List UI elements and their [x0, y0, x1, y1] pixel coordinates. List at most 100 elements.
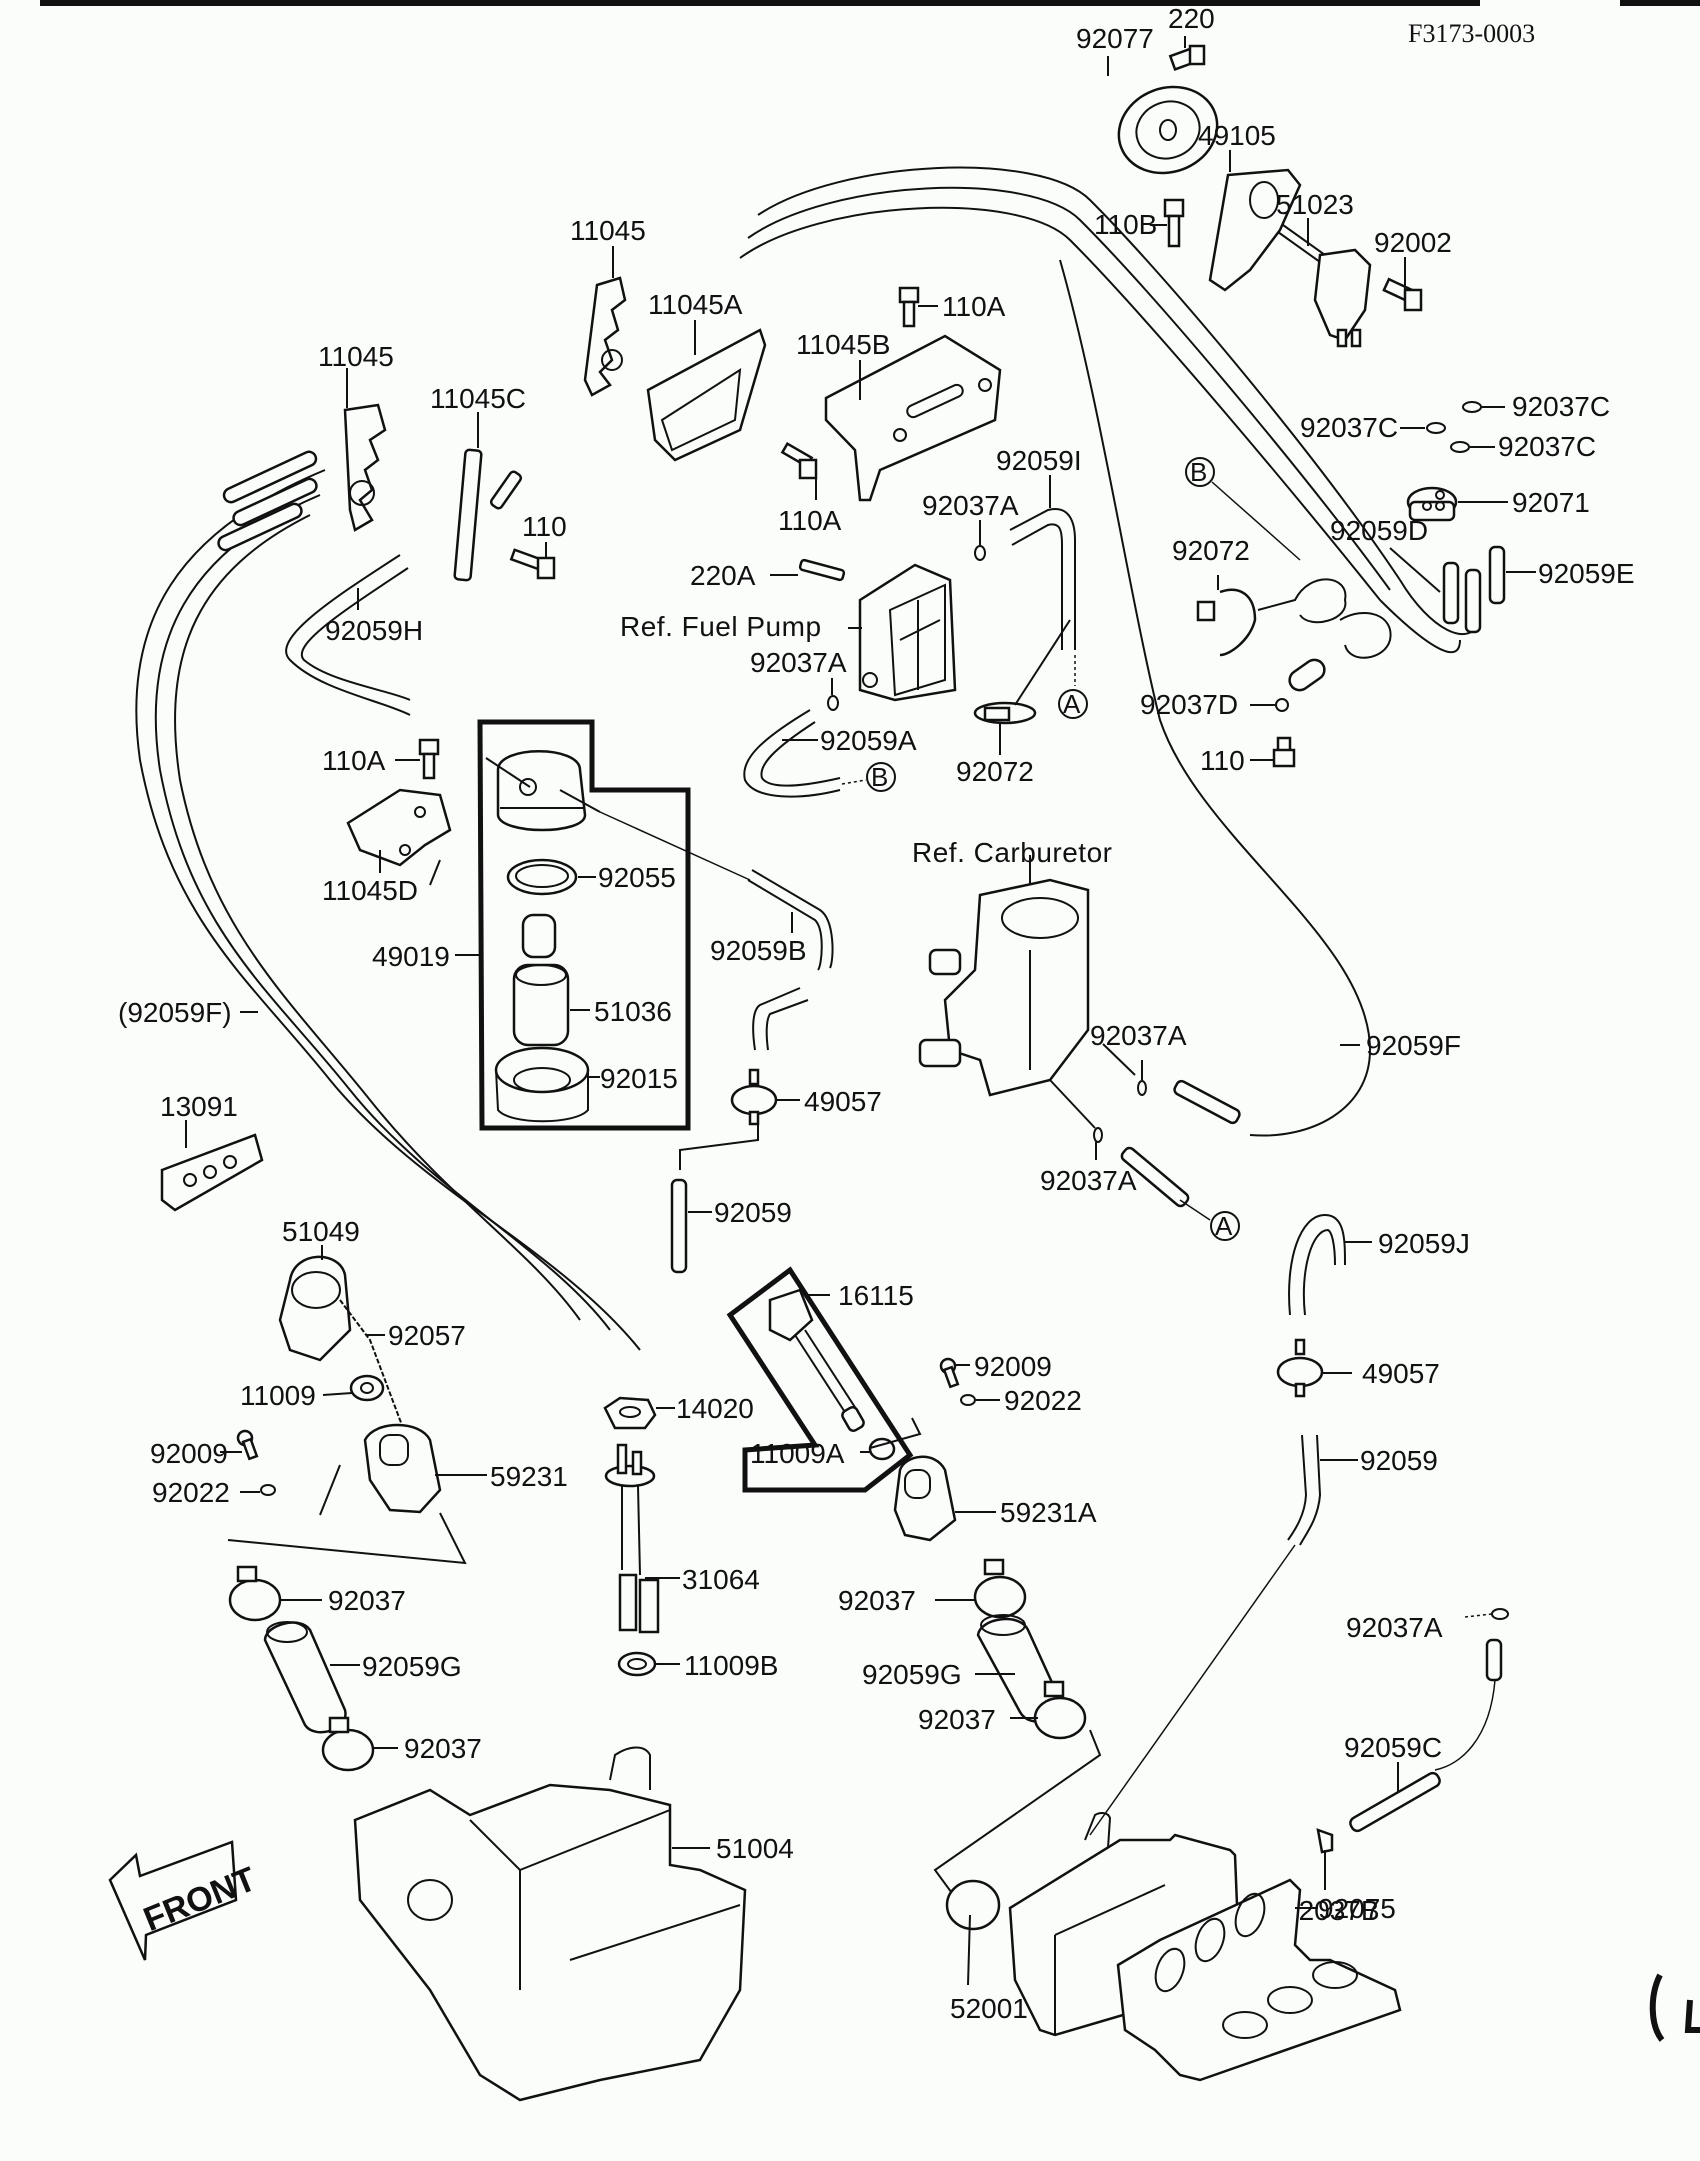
label-51049: 51049 [282, 1216, 360, 1247]
label-110A-mid: 110A [778, 505, 842, 536]
part-51036-bowl[interactable] [512, 963, 570, 1047]
part-92022-washer-right[interactable] [960, 1394, 976, 1406]
ref-carburetor[interactable] [918, 878, 1090, 1097]
part-14020-nut[interactable] [603, 1396, 657, 1430]
part-92037-clamp-left-2[interactable] [321, 1716, 375, 1772]
part-49105-bracket[interactable] [1208, 168, 1302, 292]
part-49057-check-valve-right[interactable] [1276, 1338, 1324, 1398]
part-92037C-clips[interactable] [1426, 401, 1482, 453]
ref-fuel-pump-label: Ref. Fuel Pump [620, 611, 822, 642]
label-92072-right: 92072 [1172, 535, 1250, 566]
part-92037B-clip[interactable] [1316, 1828, 1334, 1854]
hose-bundle-left[interactable] [135, 450, 641, 1351]
part-92037A-clip-4[interactable] [1093, 1127, 1103, 1143]
label-92059G-right: 92059G [862, 1659, 962, 1690]
part-92009-screw-left[interactable] [236, 1429, 259, 1461]
edge-partial-glyph-2 [1684, 1999, 1700, 2033]
part-110A-bolt-top[interactable] [898, 286, 920, 328]
label-92037A-3: 92037A [1090, 1020, 1187, 1051]
part-31064-sensor[interactable] [604, 1443, 660, 1634]
hose-bundle-main[interactable] [739, 166, 1481, 1137]
part-13091-connector[interactable] [160, 1133, 264, 1212]
part-filter-element[interactable] [521, 913, 557, 959]
edge-partial-glyph [1649, 1973, 1665, 2042]
part-110-bolt-right[interactable] [1272, 736, 1296, 768]
part-11045-clamp-left[interactable] [343, 403, 387, 532]
part-11009A-washer[interactable] [868, 1437, 896, 1461]
label-92057: 92057 [388, 1320, 466, 1351]
label-14020: 14020 [676, 1393, 754, 1424]
label-92037-l1: 92037 [328, 1585, 406, 1616]
part-110B-bolt[interactable] [1163, 198, 1185, 248]
part-92022-washer-left[interactable] [260, 1484, 276, 1496]
part-92037A-clip-1[interactable] [974, 545, 986, 561]
top-border [40, 0, 1480, 6]
label-92037A-2: 92037A [750, 647, 847, 678]
part-92077-cover[interactable] [1107, 73, 1230, 186]
hose-92059I[interactable] [1009, 508, 1076, 650]
label-92059-mid: 92059 [714, 1197, 792, 1228]
part-11045A-bracket[interactable] [646, 328, 767, 462]
part-51023-fuel-valve[interactable] [1277, 224, 1372, 348]
part-11045-clamp-top[interactable] [583, 276, 627, 397]
part-220-bolt[interactable] [1168, 44, 1206, 71]
part-49057-check-valve-left[interactable] [730, 1068, 778, 1126]
part-92037-clamp-left-1[interactable] [228, 1565, 282, 1622]
part-110-bolt-left[interactable] [509, 548, 556, 580]
label-92037-r2: 92037 [918, 1704, 996, 1735]
part-11045D-bracket[interactable] [346, 788, 452, 867]
label-92015: 92015 [600, 1063, 678, 1094]
part-filter-head[interactable] [485, 750, 601, 832]
part-92075-heat-shield[interactable] [1116, 1878, 1402, 2082]
part-92009-screw-right[interactable] [939, 1357, 960, 1389]
part-92055-o-ring[interactable] [506, 858, 578, 896]
svg-text:B: B [871, 762, 888, 792]
part-92037A-clip-2[interactable] [827, 695, 839, 711]
part-11045B-bracket[interactable] [824, 334, 1002, 502]
part-51049-cap[interactable] [278, 1255, 352, 1362]
part-92059E-hoses[interactable] [1442, 545, 1506, 634]
part-220A-bolt[interactable] [798, 558, 846, 582]
part-59231A-fitting[interactable] [893, 1455, 957, 1542]
part-92037A-clip-3[interactable] [1137, 1080, 1147, 1096]
part-92037-clamp-right-1[interactable] [973, 1558, 1027, 1619]
part-11009B-grommet[interactable] [617, 1651, 657, 1677]
hose-stub-carb-right[interactable] [1173, 1079, 1241, 1125]
part-110A-bolt-mid[interactable] [780, 441, 818, 480]
label-92075: 92075 [1318, 1893, 1396, 1924]
part-59231-fitting[interactable] [363, 1423, 442, 1514]
part-92037A-clip-5[interactable] [1491, 1608, 1509, 1620]
label-11045C: 11045C [430, 383, 526, 414]
label-92037A-1: 92037A [922, 490, 1019, 521]
label-110A-top: 110A [942, 291, 1006, 322]
label-92059H: 92059H [325, 615, 423, 646]
part-110A-bolt-left[interactable] [418, 738, 440, 780]
label-220A: 220A [690, 560, 756, 591]
label-51004: 51004 [716, 1833, 794, 1864]
part-16115-gauge[interactable] [768, 1288, 865, 1433]
hose-92059J[interactable] [1288, 1213, 1346, 1316]
part-92072-clamp-right[interactable] [1196, 588, 1257, 657]
label-92059G-left: 92059G [362, 1651, 462, 1682]
part-92002-bolt[interactable] [1382, 277, 1423, 312]
hose-92059-mid[interactable] [670, 1178, 688, 1274]
hose-92059-right[interactable] [1287, 1434, 1322, 1546]
label-49057-left: 49057 [804, 1086, 882, 1117]
part-92037D-clip[interactable] [1275, 656, 1328, 712]
part-51004-fuel-tank[interactable] [353, 1746, 747, 2102]
part-92059G-hose-left[interactable] [263, 1621, 347, 1734]
ref-fuel-pump[interactable] [858, 563, 957, 702]
part-11009-washer[interactable] [349, 1374, 385, 1402]
part-92059C-hose[interactable] [1348, 1771, 1442, 1833]
hose-stub-92037A[interactable] [1485, 1638, 1503, 1682]
label-92037A-4: 92037A [1040, 1165, 1137, 1196]
part-11045C-strip[interactable] [453, 448, 523, 582]
hose-92059B[interactable] [747, 869, 834, 1051]
part-92072-clamp-mid[interactable] [973, 701, 1037, 725]
part-92071-grommet[interactable] [1406, 486, 1458, 522]
hose-stub-carb-lower[interactable] [1120, 1146, 1190, 1208]
hose-92059A[interactable] [743, 709, 841, 798]
callout-a-top: A [1058, 689, 1088, 719]
part-92015-ring-nut[interactable] [494, 1046, 590, 1123]
